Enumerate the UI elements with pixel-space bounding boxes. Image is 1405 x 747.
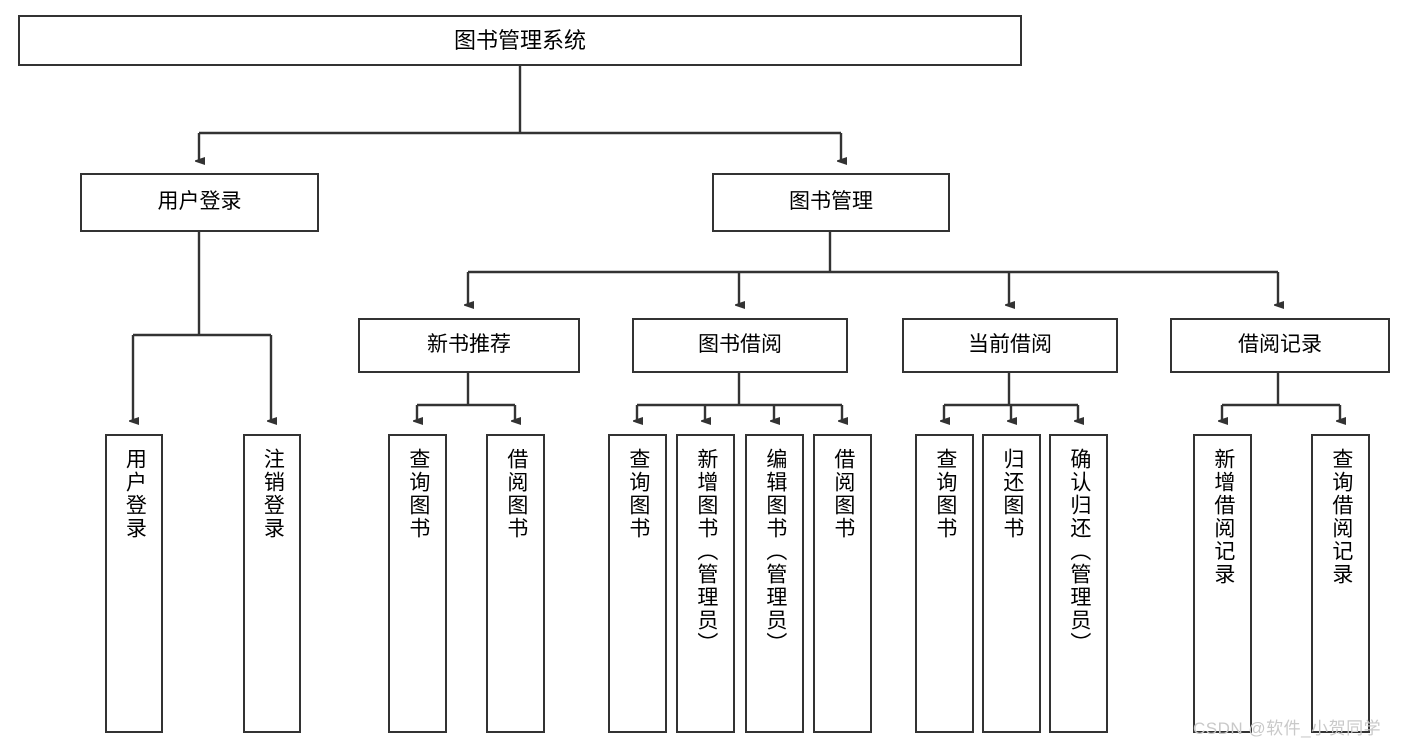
node-label: 确认归还（管理员） — [1067, 448, 1091, 655]
leaf-return-book[interactable]: 归还图书 — [982, 434, 1041, 733]
node-label: 借阅记录 — [1238, 333, 1322, 357]
node-new-book-recommend[interactable]: 新书推荐 — [358, 318, 580, 373]
node-label: 查询图书 — [626, 448, 650, 540]
node-label: 新书推荐 — [427, 333, 511, 357]
node-label: 借阅图书 — [831, 448, 855, 540]
csdn-watermark: CSDN @软件_小贺同学 — [1193, 719, 1382, 738]
node-label: 当前借阅 — [968, 333, 1052, 357]
node-label: 用户登录 — [157, 190, 242, 214]
leaf-user-login[interactable]: 用户登录 — [105, 434, 163, 733]
leaf-query-book-rec[interactable]: 查询图书 — [388, 434, 447, 733]
leaf-add-book-admin[interactable]: 新增图书（管理员） — [676, 434, 735, 733]
leaf-edit-book-admin[interactable]: 编辑图书（管理员） — [745, 434, 804, 733]
node-book-borrow[interactable]: 图书借阅 — [632, 318, 848, 373]
node-book-management[interactable]: 图书管理 — [712, 173, 950, 232]
node-current-borrow[interactable]: 当前借阅 — [902, 318, 1118, 373]
leaf-confirm-return-admin[interactable]: 确认归还（管理员） — [1049, 434, 1108, 733]
node-label: 注销登录 — [261, 448, 285, 540]
node-label: 新增借阅记录 — [1211, 448, 1235, 586]
node-borrow-record[interactable]: 借阅记录 — [1170, 318, 1390, 373]
node-label: 图书管理 — [789, 190, 873, 214]
leaf-query-borrow-record[interactable]: 查询借阅记录 — [1311, 434, 1370, 733]
node-label: 编辑图书（管理员） — [763, 448, 787, 655]
node-label: 借阅图书 — [504, 448, 528, 540]
node-label: 查询借阅记录 — [1329, 448, 1353, 586]
leaf-query-book-borrow[interactable]: 查询图书 — [608, 434, 667, 733]
node-label: 新增图书（管理员） — [694, 448, 718, 655]
leaf-add-borrow-record[interactable]: 新增借阅记录 — [1193, 434, 1252, 733]
leaf-borrow-book-rec[interactable]: 借阅图书 — [486, 434, 545, 733]
node-label: 查询图书 — [406, 448, 430, 540]
node-label: 图书借阅 — [698, 333, 782, 357]
leaf-logout[interactable]: 注销登录 — [243, 434, 301, 733]
node-label: 图书管理系统 — [453, 27, 586, 53]
leaf-query-book-current[interactable]: 查询图书 — [915, 434, 974, 733]
node-label: 查询图书 — [933, 448, 957, 540]
node-root-system[interactable]: 图书管理系统 — [18, 15, 1022, 66]
node-user-login[interactable]: 用户登录 — [80, 173, 319, 232]
node-label: 归还图书 — [1000, 448, 1024, 540]
leaf-borrow-book[interactable]: 借阅图书 — [813, 434, 872, 733]
node-label: 用户登录 — [123, 448, 147, 540]
